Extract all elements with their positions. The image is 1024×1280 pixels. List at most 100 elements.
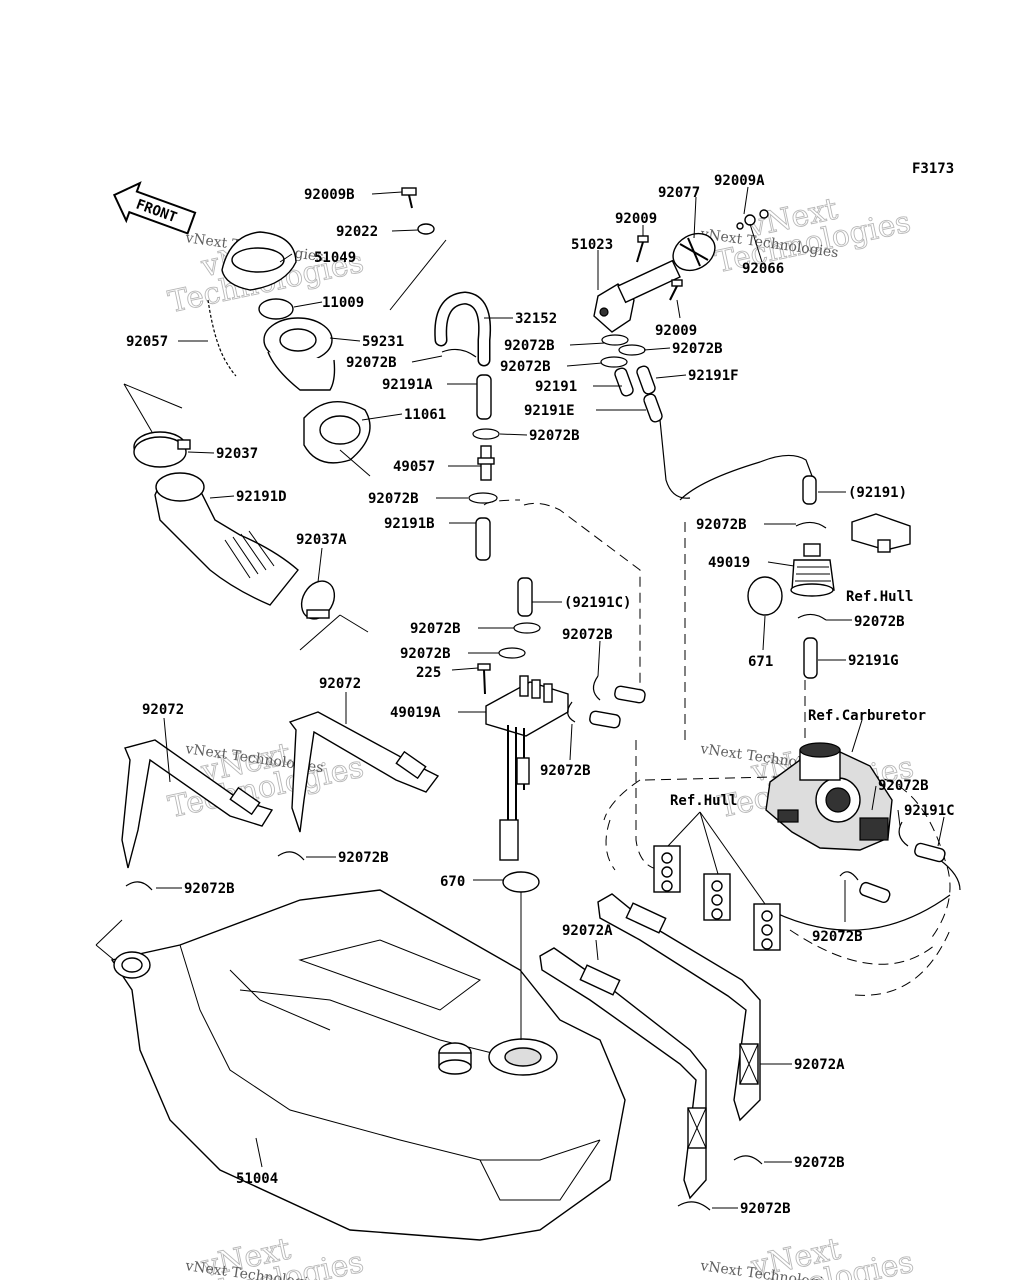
part-screw-92009 <box>636 235 649 263</box>
label-671: 671 <box>748 654 773 670</box>
label-32152: 32152 <box>515 311 557 327</box>
part-knob-92077 <box>672 232 716 272</box>
part-clip-92072B <box>567 701 576 723</box>
label-92072B-p: 92072B <box>812 929 863 945</box>
part-clip-92072B <box>513 622 541 634</box>
label-92072B-m: 92072B <box>696 517 747 533</box>
part-fitting-49057 <box>477 445 495 481</box>
part-clip-92072B <box>441 348 477 358</box>
part-hose-92191 <box>802 475 817 505</box>
part-fuel-sender-49019A <box>485 675 569 861</box>
label-92191-paren: (92191) <box>848 485 907 501</box>
label-ref-carburetor: Ref.Carburetor <box>808 708 926 724</box>
part-clip-92072B <box>797 613 827 621</box>
leader-lines <box>95 186 945 1209</box>
ref-hull-clip-block <box>653 845 681 893</box>
part-hose-92191C <box>614 685 646 704</box>
part-fuel-tap-51023 <box>593 259 681 333</box>
ref-hull-clip-block <box>703 873 731 921</box>
part-washer-92066 <box>744 214 756 226</box>
label-92072B-n: 92072B <box>854 614 905 630</box>
part-clip-92072B <box>898 821 909 847</box>
part-fuel-cap-51049 <box>221 231 297 291</box>
label-51049: 51049 <box>314 250 356 266</box>
label-92077: 92077 <box>658 185 700 201</box>
label-92009B: 92009B <box>304 187 355 203</box>
label-11061: 11061 <box>404 407 446 423</box>
part-screw-92009A <box>736 222 744 230</box>
part-oring-11009 <box>258 298 294 320</box>
label-92191E: 92191E <box>524 403 575 419</box>
part-clamp-92037 <box>133 431 191 468</box>
part-clip-92072B <box>277 851 305 861</box>
label-51004: 51004 <box>236 1171 278 1187</box>
label-92191G: 92191G <box>848 653 899 669</box>
label-92072B-g: 92072B <box>540 763 591 779</box>
label-92072B-i: 92072B <box>184 881 235 897</box>
part-cap-strap-92057 <box>207 299 237 377</box>
part-filler-neck-59231 <box>263 317 336 391</box>
label-92037A: 92037A <box>296 532 347 548</box>
label-92066: 92066 <box>742 261 784 277</box>
part-hose-92191 <box>614 367 634 397</box>
ref-hull-clip-block <box>753 903 781 951</box>
part-washer-92066 <box>759 209 769 219</box>
label-92072B-k: 92072B <box>672 341 723 357</box>
label-92191C: 92191C <box>904 803 955 819</box>
part-strap-92072A <box>539 947 707 1200</box>
label-92072B-f: 92072B <box>562 627 613 643</box>
part-oring-670 <box>502 871 540 893</box>
label-49057: 49057 <box>393 459 435 475</box>
label-49019A: 49019A <box>390 705 441 721</box>
part-hose-92191A <box>476 374 492 420</box>
part-labels: 92009B 92022 51049 11009 92057 59231 110… <box>126 173 955 1217</box>
diagram-code: F3173 <box>912 161 954 177</box>
label-92072-left: 92072 <box>142 702 184 718</box>
part-fuel-filter-49019 <box>790 543 835 597</box>
part-strap-92072A <box>597 893 761 1122</box>
part-fuel-tank-51004 <box>110 889 626 1241</box>
label-92191C-paren: (92191C) <box>564 595 631 611</box>
label-92022: 92022 <box>336 224 378 240</box>
part-hose-92191E <box>643 393 663 423</box>
part-hose-92191G <box>803 637 818 679</box>
part-clamp-92037A <box>300 580 336 620</box>
label-92191D: 92191D <box>236 489 287 505</box>
label-92191: 92191 <box>535 379 577 395</box>
part-clip-92072B <box>600 356 628 368</box>
label-92072B-d: 92072B <box>410 621 461 637</box>
label-92072B-j: 92072B <box>504 338 555 354</box>
part-clip-92072B <box>468 492 498 504</box>
label-ref-hull-2: Ref.Hull <box>670 793 737 809</box>
label-11009: 11009 <box>322 295 364 311</box>
part-hose-92191C <box>914 842 946 863</box>
label-92009-b: 92009 <box>655 323 697 339</box>
part-gasket-11061 <box>303 401 371 464</box>
part-clip-92072B <box>839 871 859 881</box>
label-92009-a: 92009 <box>615 211 657 227</box>
label-92072B-b: 92072B <box>529 428 580 444</box>
ref-carburetor <box>765 742 893 851</box>
part-clip-92072B <box>125 881 153 891</box>
part-hose-92191C <box>517 577 533 617</box>
part-washer-92022 <box>417 223 435 235</box>
part-screw-92009 <box>669 279 683 301</box>
label-92072B-h: 92072B <box>338 850 389 866</box>
part-filler-hose-92191D <box>154 472 299 606</box>
label-92072B-o: 92072B <box>878 778 929 794</box>
front-direction-arrow: FRONT <box>112 181 197 235</box>
label-92009A: 92009A <box>714 173 765 189</box>
label-92072B-e: 92072B <box>400 646 451 662</box>
ref-hull-bracket <box>851 513 911 553</box>
label-92057: 92057 <box>126 334 168 350</box>
label-92072B-r: 92072B <box>740 1201 791 1217</box>
part-clip-92072B <box>618 344 646 356</box>
label-92191B: 92191B <box>384 516 435 532</box>
part-hose-92191 <box>589 710 621 729</box>
label-51023: 51023 <box>571 237 613 253</box>
label-92072A-a: 92072A <box>562 923 613 939</box>
label-ref-hull-1: Ref.Hull <box>846 589 913 605</box>
part-bolt-92009B <box>401 187 417 209</box>
part-clip-92072B <box>677 1201 711 1211</box>
